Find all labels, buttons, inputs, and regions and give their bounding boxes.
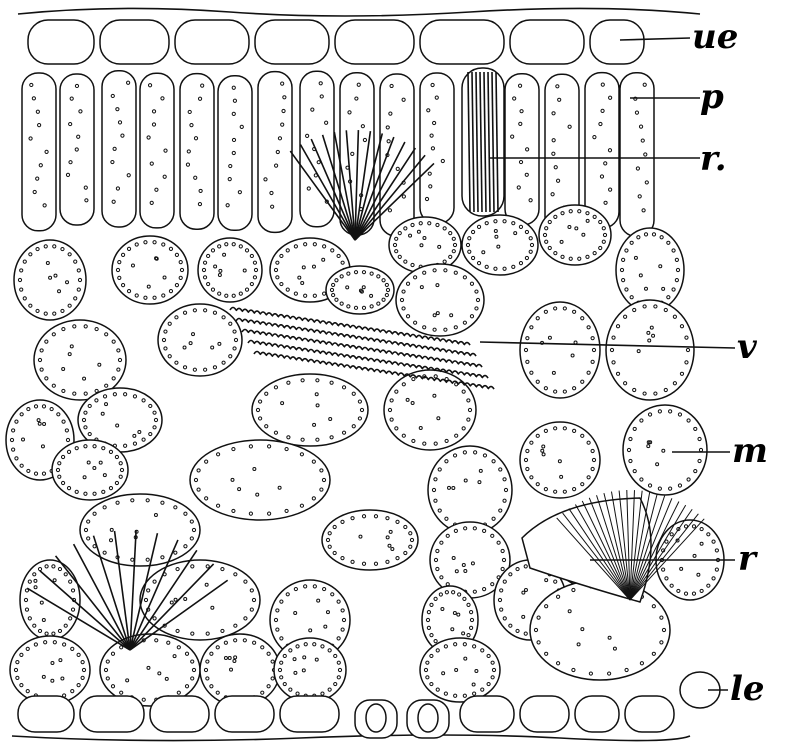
mesophyll-cell [274, 638, 346, 702]
lower-epidermis-cell [80, 696, 144, 732]
stoma-guard-cells [355, 700, 449, 738]
lower-epidermis-cell [18, 696, 74, 732]
lower-cuticle [12, 735, 690, 741]
lower-epidermis-cell [215, 696, 274, 732]
label-ue: ue [692, 17, 738, 57]
mesophyll-cell [428, 446, 512, 534]
lower-epidermis-cell [575, 696, 619, 732]
label-le: le [730, 669, 765, 709]
palisade-cell [258, 72, 292, 233]
mesophyll-cell [396, 264, 484, 336]
mesophyll-cell [14, 240, 86, 320]
mesophyll-cell [112, 236, 188, 304]
palisade-cell [505, 74, 539, 225]
lower-epidermis-cell [280, 696, 339, 732]
mesophyll-cell [520, 302, 600, 398]
label-r-upper: r. [700, 139, 727, 179]
palisade-cell [585, 73, 619, 228]
mesophyll-cell [100, 634, 200, 706]
mesophyll-cell [606, 300, 694, 400]
upper-epidermis-cell [175, 20, 249, 64]
mesophyll-cell [158, 304, 242, 376]
mesophyll-cell [80, 494, 200, 566]
palisade-cell [102, 71, 136, 227]
lower-epidermis-cell [150, 696, 209, 732]
upper-epidermis-cell [590, 20, 644, 64]
mesophyll-cell [420, 638, 500, 702]
palisade-cell [180, 74, 214, 230]
mesophyll-cell [252, 374, 368, 446]
mesophyll-cell [200, 634, 280, 706]
upper-epidermis-cell [335, 20, 414, 64]
lower-epidermis-cell [625, 696, 674, 732]
label-v: v [737, 327, 758, 367]
palisade-cell [140, 73, 174, 228]
palisade-cell [60, 74, 94, 225]
upper-epidermis-cell [100, 20, 169, 64]
mesophyll-cell [190, 440, 330, 520]
mesophyll-cell [322, 510, 418, 570]
mesophyll-cell [52, 440, 128, 500]
mesophyll-cell [198, 238, 262, 302]
mesophyll-cell [462, 215, 538, 275]
label-m: m [732, 431, 768, 471]
lower-epidermis-cell [460, 696, 514, 732]
upper-epidermis-cell [255, 20, 329, 64]
mesophyll-cell [539, 205, 611, 265]
upper-epidermis [28, 20, 644, 64]
label-p: p [700, 77, 724, 117]
lower-epidermis-cell [520, 696, 569, 732]
upper-epidermis-cell [28, 20, 94, 64]
palisade-cell [22, 73, 56, 231]
label-r-lower: r [738, 539, 758, 579]
raphide-cell-palisade [462, 68, 504, 216]
spongy-mesophyll [6, 205, 724, 706]
upper-epidermis-cell [420, 20, 504, 64]
mesophyll-cell [20, 560, 80, 640]
upper-cuticle [18, 8, 700, 16]
mesophyll-cell [10, 636, 90, 704]
mesophyll-cell [530, 580, 670, 680]
upper-epidermis-cell [510, 20, 584, 64]
